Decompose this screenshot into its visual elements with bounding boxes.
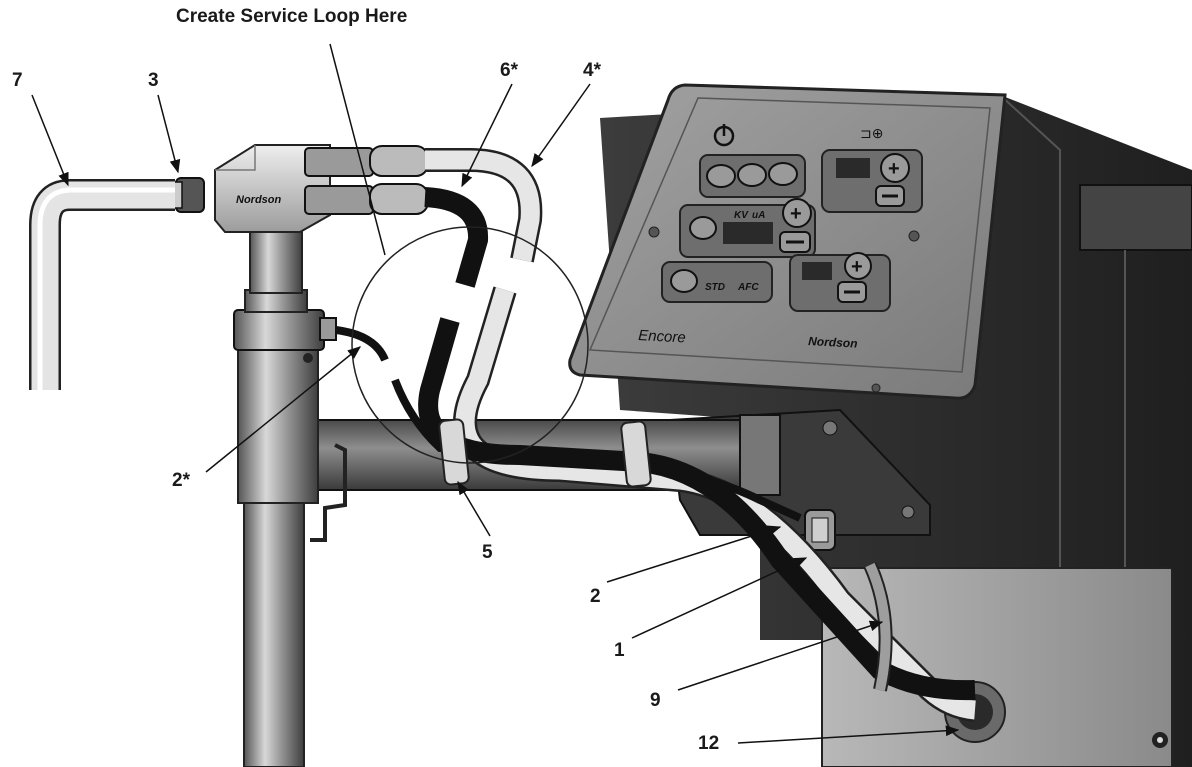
control-panel: ⊐⊕ + + KV uA STD AFC + Encor	[568, 83, 1007, 400]
pattern-button-2	[737, 163, 767, 187]
cable-tie	[620, 420, 652, 488]
callout-5: 5	[482, 542, 493, 563]
leader-4	[531, 83, 591, 168]
air-display	[802, 262, 832, 280]
kv-plus-button	[782, 198, 812, 228]
leader-lines	[31, 43, 960, 744]
leader-12	[737, 725, 960, 744]
manifold-logo: Nordson	[236, 194, 282, 206]
callout-1: 1	[614, 640, 625, 661]
callout-2: 2	[590, 586, 601, 607]
ua-label: uA	[752, 210, 765, 221]
callout-12: 12	[698, 733, 720, 754]
ground-cable	[335, 326, 389, 362]
leader-9	[677, 620, 884, 691]
kv-display	[723, 222, 773, 244]
afc-label: AFC	[737, 282, 759, 293]
title-leader	[329, 43, 386, 256]
black-powder-hose	[424, 187, 489, 288]
leader-5	[457, 480, 491, 537]
callout-9: 9	[650, 690, 661, 711]
leader-3	[157, 94, 181, 174]
air-plus-button	[844, 252, 872, 280]
kv-mode-button	[689, 216, 717, 240]
svg-text:+: +	[790, 203, 802, 225]
encore-brand: Encore	[638, 327, 686, 346]
leader-6	[461, 83, 513, 188]
flow-plus-button	[880, 153, 910, 183]
locking-handle	[310, 443, 347, 542]
callout-6-star: 6*	[500, 60, 518, 81]
pattern-button-3	[768, 162, 798, 186]
flow-display	[836, 158, 870, 178]
leader-1	[631, 557, 808, 639]
callout-7: 7	[12, 70, 23, 91]
vertical-pole	[233, 224, 337, 767]
mode-button	[670, 269, 698, 293]
diagram-title: Create Service Loop Here	[176, 6, 408, 27]
leader-7	[31, 94, 69, 187]
callout-4-star: 4*	[583, 60, 601, 81]
pole-collar	[233, 309, 325, 351]
kv-label: KV	[734, 210, 749, 221]
leader-2star	[205, 346, 362, 473]
leader-2	[606, 525, 782, 583]
callout-3: 3	[148, 70, 159, 91]
pattern-button-1	[706, 164, 736, 188]
spray-icon: ⊐⊕	[860, 125, 883, 141]
svg-text:+: +	[851, 256, 863, 278]
std-label: STD	[705, 282, 725, 293]
service-loop-circle	[351, 226, 589, 464]
callout-2-star: 2*	[172, 470, 190, 491]
svg-text:+: +	[888, 158, 900, 180]
nordson-logo: Nordson	[808, 334, 858, 351]
extension-tube	[29, 179, 175, 390]
gun-manifold: Nordson	[169, 144, 429, 233]
